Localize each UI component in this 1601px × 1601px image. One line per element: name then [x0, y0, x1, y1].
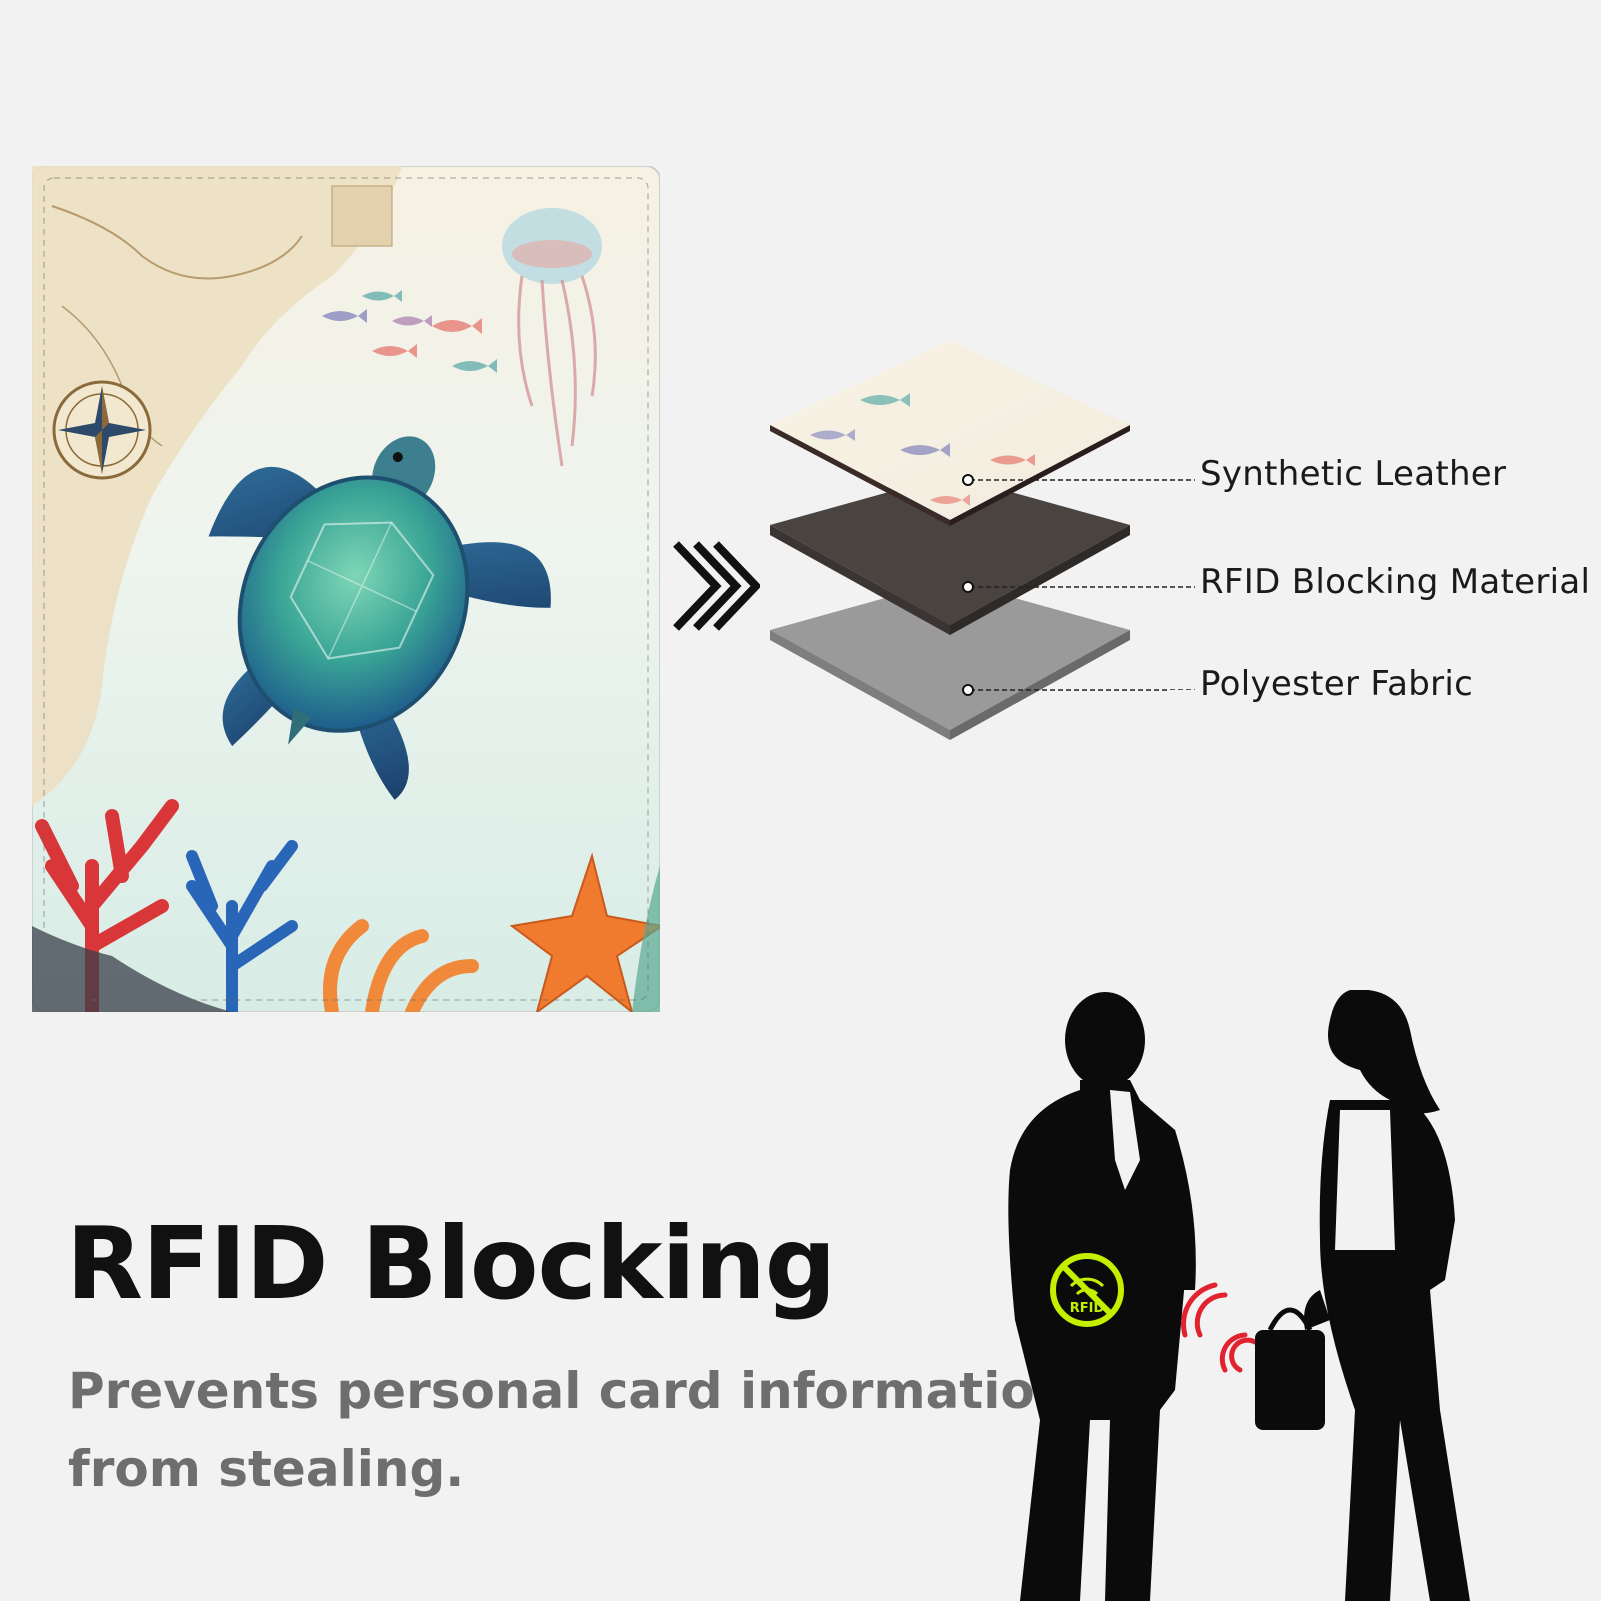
woman-top	[1335, 1110, 1395, 1250]
feature-title: RFID Blocking	[66, 1205, 836, 1322]
passport-cover-image	[32, 166, 660, 1012]
compass-rose-icon	[52, 380, 152, 480]
label-synthetic-leather: Synthetic Leather	[1200, 454, 1507, 494]
feature-description-line-2: from stealing.	[68, 1440, 465, 1498]
rfid-blocking-layer	[770, 475, 1130, 635]
synthetic-leather-layer	[770, 340, 1130, 526]
fish-school-illustration	[322, 290, 497, 373]
material-layers-diagram	[770, 340, 1170, 740]
coral-reef-illustration	[32, 799, 660, 1012]
man-silhouette	[1008, 992, 1196, 1601]
sea-turtle-illustration	[208, 436, 551, 800]
label-polyester-fabric: Polyester Fabric	[1200, 664, 1474, 704]
people-silhouette-illustration: RFID	[1008, 990, 1470, 1601]
polyester-fabric-layer	[770, 580, 1130, 740]
rfid-badge-label: RFID	[1070, 1301, 1105, 1316]
rfid-blocked-icon: RFID	[1050, 1253, 1124, 1327]
double-chevron-right-icon	[673, 541, 760, 631]
leader-line-ends	[1170, 479, 1195, 690]
jellyfish-illustration	[502, 208, 602, 467]
layer-leader-lines	[970, 479, 1170, 691]
feature-description-line-1: Prevents personal card information	[68, 1362, 1071, 1420]
shirt-collar	[1110, 1090, 1140, 1190]
label-rfid-blocking-material: RFID Blocking Material	[1200, 562, 1591, 602]
woman-silhouette	[1255, 990, 1470, 1601]
feature-description: Prevents personal card information from …	[68, 1352, 1071, 1508]
